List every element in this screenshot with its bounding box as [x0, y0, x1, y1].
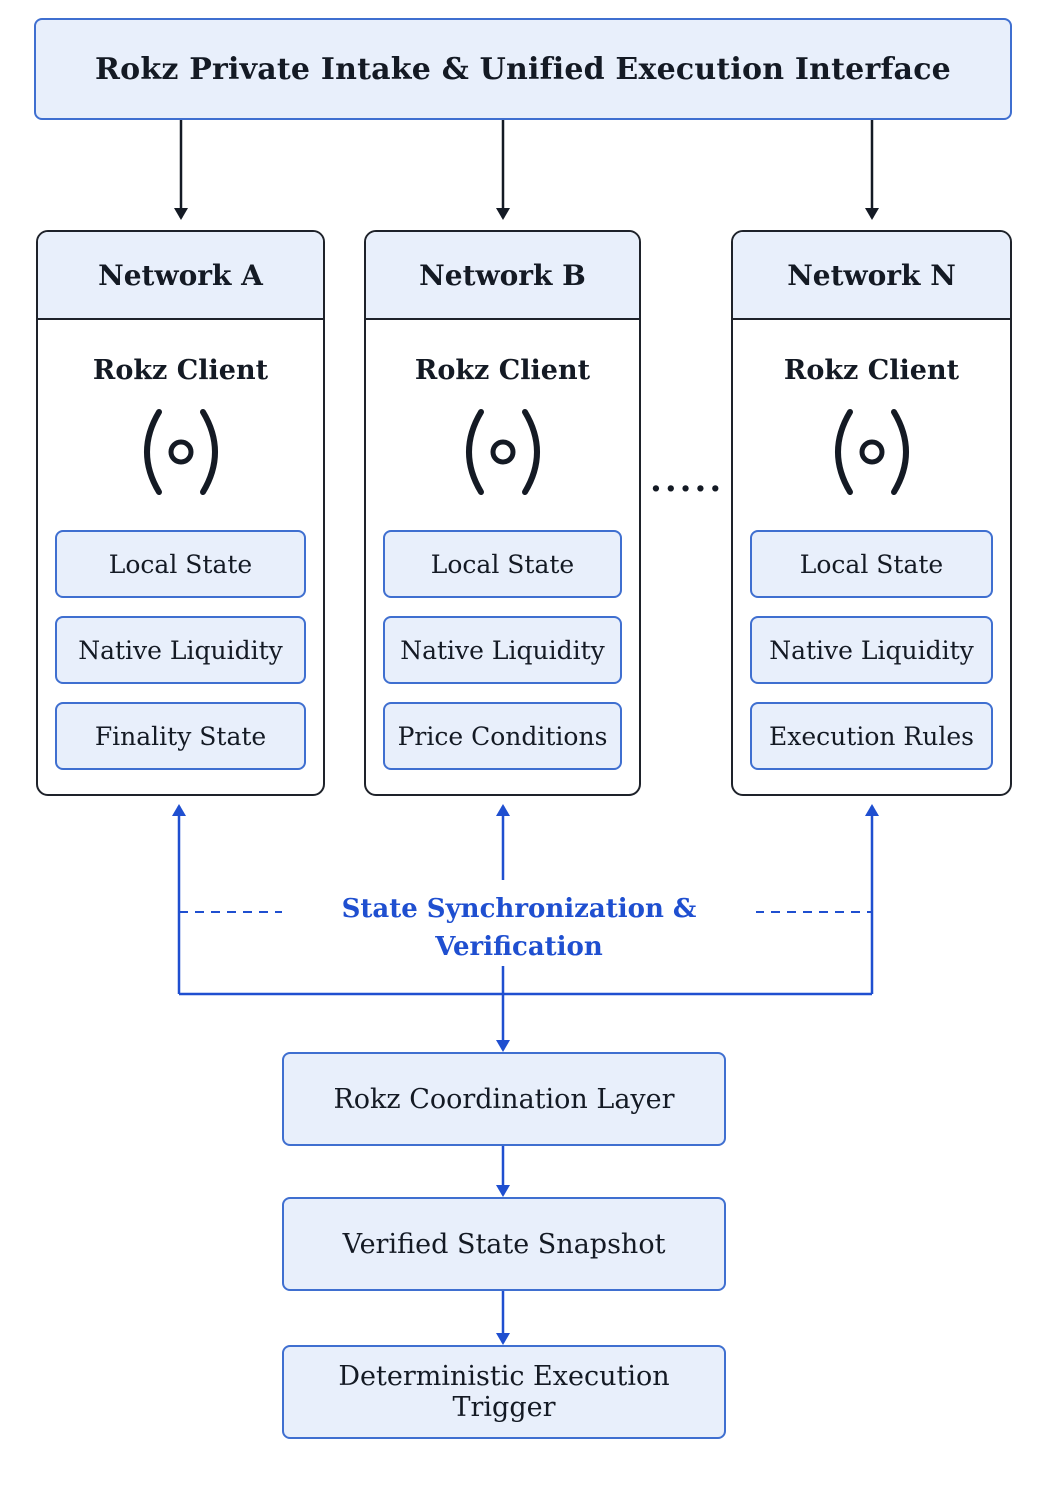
- network-b-client-label: Rokz Client: [414, 355, 591, 386]
- network-a-header: Network A: [38, 232, 323, 320]
- coordination-layer-label: Rokz Coordination Layer: [333, 1083, 675, 1115]
- execution-trigger-box: Deterministic Execution Trigger: [282, 1345, 726, 1439]
- network-n-item-execution-rules: Execution Rules: [750, 702, 993, 770]
- verified-snapshot-label: Verified State Snapshot: [342, 1228, 666, 1260]
- unified-execution-interface-title: Rokz Private Intake & Unified Execution …: [95, 51, 951, 87]
- network-n-header: Network N: [733, 232, 1010, 320]
- verified-snapshot-box: Verified State Snapshot: [282, 1197, 726, 1291]
- network-b-state-list: Local State Native Liquidity Price Condi…: [383, 530, 622, 788]
- network-a-panel: Network A Rokz Client Local State Native…: [36, 230, 325, 796]
- network-b-panel: Network B Rokz Client Local State Native…: [364, 230, 641, 796]
- broadcast-signal-icon: [834, 409, 909, 495]
- network-a-title: Network A: [98, 258, 263, 292]
- network-n-item-native-liquidity: Native Liquidity: [750, 616, 993, 684]
- network-n-title: Network N: [787, 258, 956, 292]
- network-b-title: Network B: [419, 258, 586, 292]
- network-a-item-native-liquidity: Native Liquidity: [55, 616, 306, 684]
- network-b-item-native-liquidity: Native Liquidity: [383, 616, 622, 684]
- execution-trigger-label: Deterministic Execution Trigger: [338, 1361, 670, 1423]
- network-a-client-label: Rokz Client: [92, 355, 269, 386]
- network-b-header: Network B: [366, 232, 639, 320]
- network-a-item-local-state: Local State: [55, 530, 306, 598]
- broadcast-signal-icon: [465, 409, 540, 495]
- unified-execution-interface: Rokz Private Intake & Unified Execution …: [34, 18, 1012, 120]
- network-n-state-list: Local State Native Liquidity Execution R…: [750, 530, 993, 788]
- network-n-panel: Network N Rokz Client Local State Native…: [731, 230, 1012, 796]
- network-a-item-finality-state: Finality State: [55, 702, 306, 770]
- network-n-item-local-state: Local State: [750, 530, 993, 598]
- more-networks-ellipsis: .....: [650, 460, 725, 500]
- network-n-client-label: Rokz Client: [783, 355, 960, 386]
- coordination-layer-box: Rokz Coordination Layer: [282, 1052, 726, 1146]
- network-b-item-price-conditions: Price Conditions: [383, 702, 622, 770]
- broadcast-signal-icon: [143, 409, 218, 495]
- sync-verification-label: State Synchronization & Verification: [282, 890, 756, 966]
- network-b-item-local-state: Local State: [383, 530, 622, 598]
- network-a-state-list: Local State Native Liquidity Finality St…: [55, 530, 306, 788]
